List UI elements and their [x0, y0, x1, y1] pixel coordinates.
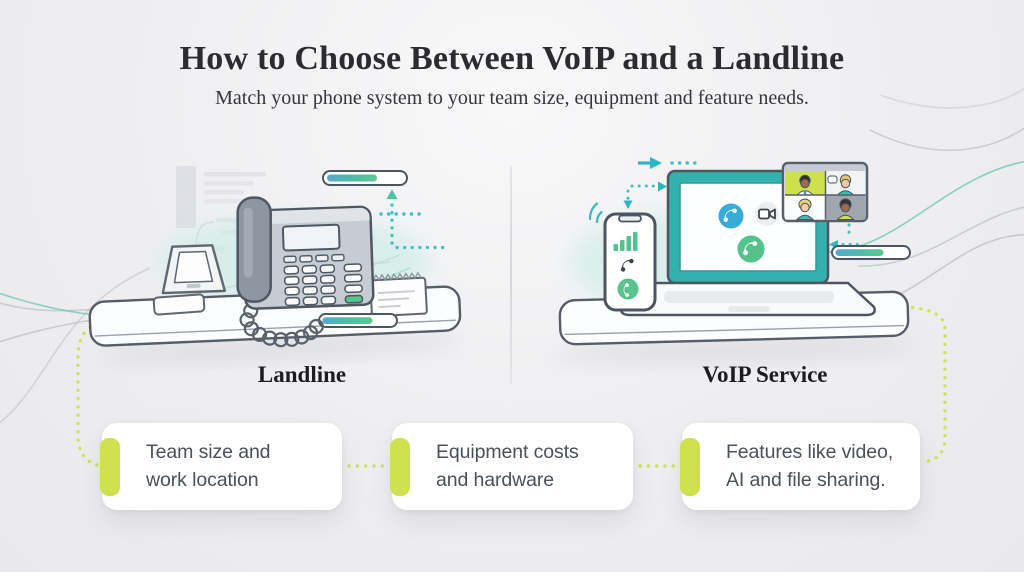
card-team-size: Team size and work location: [100, 423, 342, 510]
lime-accent-bar: [100, 438, 120, 496]
card-text: Equipment costs and hardware: [436, 439, 579, 494]
header: How to Choose Between VoIP and a Landlin…: [0, 0, 1024, 110]
page-subtitle: Match your phone system to your team siz…: [215, 87, 809, 110]
card-pad-icon: [152, 293, 206, 316]
teal-arrows: [623, 157, 704, 209]
lime-accent-bar: [680, 438, 700, 496]
card-line: and hardware: [436, 468, 555, 491]
connector-paths: [76, 304, 947, 468]
card-line: Team size and: [146, 440, 271, 463]
progress-bar-top: [322, 170, 408, 186]
chat-bubble-icon: [827, 175, 838, 184]
progress-bar-desk: [318, 313, 398, 328]
call-icon: [718, 203, 744, 229]
ringing-waves-icon: [595, 210, 603, 224]
card-line: AI and file sharing.: [726, 468, 886, 491]
card-line: Features like video,: [726, 440, 894, 463]
card-line: work location: [146, 468, 259, 491]
landline-label: Landline: [257, 362, 347, 387]
lime-accent-bar: [390, 438, 410, 496]
card-features: Features like video, AI and file sharing…: [680, 423, 920, 510]
panel-divider: [510, 166, 512, 384]
handset-icon: [236, 196, 272, 303]
notepad-icon: [369, 271, 428, 318]
signal-bars-icon: [613, 232, 638, 251]
desk-phone-icon: [236, 196, 375, 348]
call-icon-green: [737, 235, 765, 263]
progress-bar-voip: [831, 245, 911, 260]
video-camera-icon: [755, 202, 779, 226]
phone-cradle-icon: [161, 244, 227, 295]
end-call-icon: [617, 278, 639, 300]
smartphone-icon: [588, 202, 657, 312]
voip-illustration: [550, 157, 921, 361]
card-line: Equipment costs: [436, 440, 579, 463]
page-title: How to Choose Between VoIP and a Landlin…: [179, 40, 845, 77]
card-text: Features like video, AI and file sharing…: [726, 439, 893, 494]
video-call-grid-icon: [781, 161, 869, 223]
card-equipment-costs: Equipment costs and hardware: [390, 423, 633, 510]
voip-label: VoIP Service: [702, 362, 828, 387]
card-text: Team size and work location: [146, 439, 271, 494]
landline-illustration: [88, 166, 465, 361]
